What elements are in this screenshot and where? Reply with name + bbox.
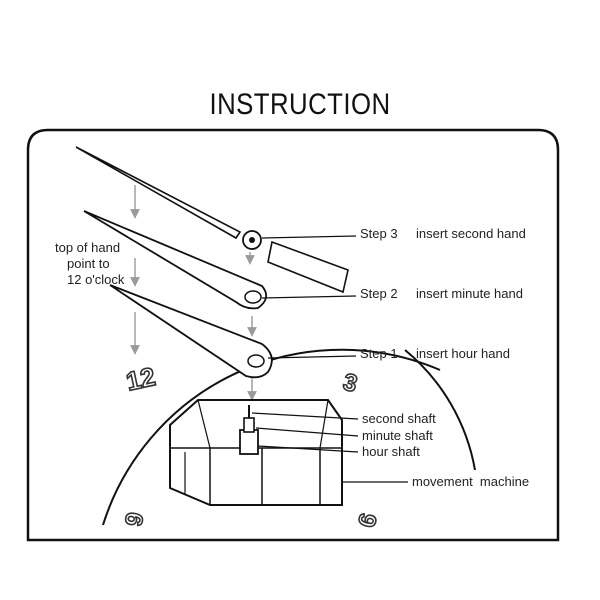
- clock-dial-arc-right: [404, 349, 476, 471]
- step-2-label: Step 2: [360, 286, 398, 301]
- leader-lines: [251, 235, 408, 483]
- note-line-3: 12 o'clock: [67, 272, 125, 287]
- step-3-action: insert second hand: [416, 226, 526, 241]
- step-1-action: insert hour hand: [416, 346, 510, 361]
- clock-dial-arc: [102, 348, 441, 526]
- dial-number-9: 9: [120, 510, 149, 528]
- hour-shaft-label: hour shaft: [362, 444, 420, 459]
- step-3-label: Step 3: [360, 226, 398, 241]
- movement-machine-label: movement machine: [412, 474, 529, 489]
- second-shaft-label: second shaft: [362, 411, 436, 426]
- minute-hand: [83, 210, 268, 310]
- second-hand: [75, 146, 349, 294]
- dial-number-3: 3: [340, 369, 360, 399]
- note-line-2: point to: [67, 256, 110, 271]
- hour-hand: [109, 284, 273, 379]
- movement-machine: [169, 399, 343, 506]
- dial-number-6: 6: [353, 511, 383, 531]
- step-1-label: Step 1: [360, 346, 398, 361]
- minute-shaft-label: minute shaft: [362, 428, 433, 443]
- diagram-title: INSTRUCTION: [209, 88, 391, 121]
- step-2-action: insert minute hand: [416, 286, 523, 301]
- insertion-arrows: [130, 185, 257, 401]
- dial-number-12: 12: [123, 361, 158, 396]
- frame-border: [26, 128, 560, 542]
- note-line-1: top of hand: [55, 240, 120, 255]
